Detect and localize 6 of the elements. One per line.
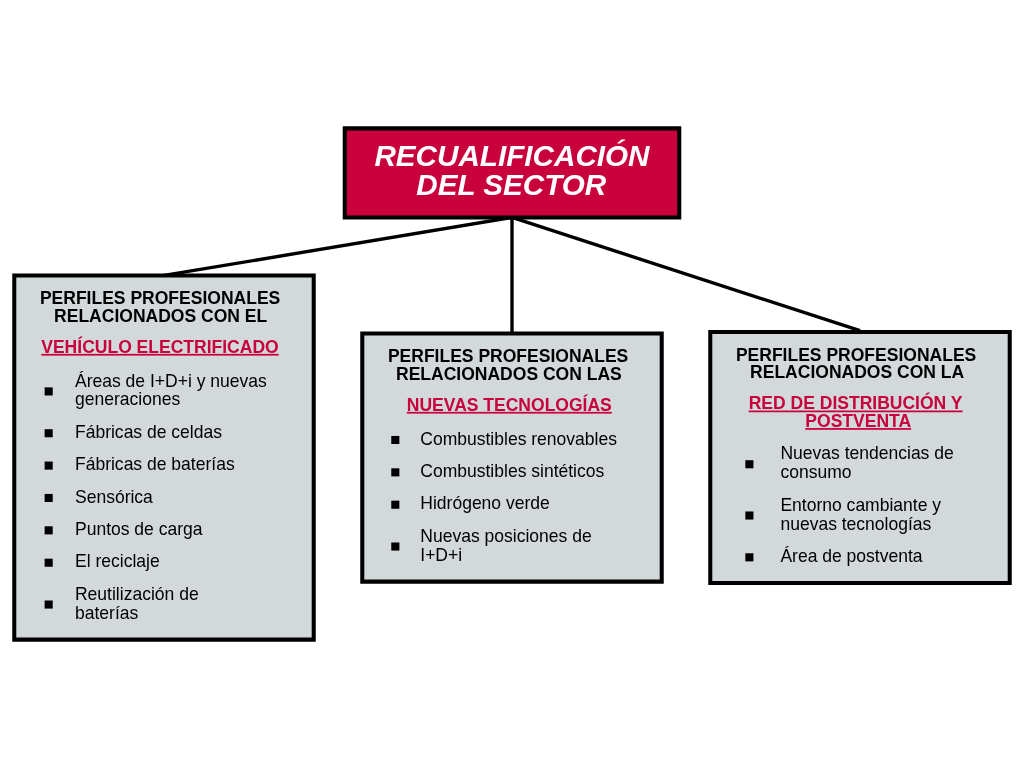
node-box: PERFILES PROFESIONALES RELACIONADOS CON LAS NUEVAS TECNOLOGÍAS Combustibles renovables Combustibles sintéticos Hidrógeno verde Nuevas posiciones de I+D+i [360, 331, 664, 584]
node-box: RECUALIFICACIÓN DEL SECTOR [342, 126, 682, 220]
node-box: PERFILES PROFESIONALES RELACIONADOS CON EL VEHÍCULO ELECTRIFICADO Áreas de I+D+i y nuevas generaciones Fábricas de celdas Fábricas de baterías Sensórica Puntos de carga El reciclaje Reutilización de baterías [12, 273, 316, 642]
node-box: PERFILES PROFESIONALES RELACIONADOS CON LA RED DE DISTRIBUCIÓN Y POSTVENTA Nuevas tendencias de consumo Entorno cambiante y nuevas tecnologías Área de postventa [708, 330, 1012, 585]
connector [510, 217, 514, 333]
connector [511, 215, 861, 333]
